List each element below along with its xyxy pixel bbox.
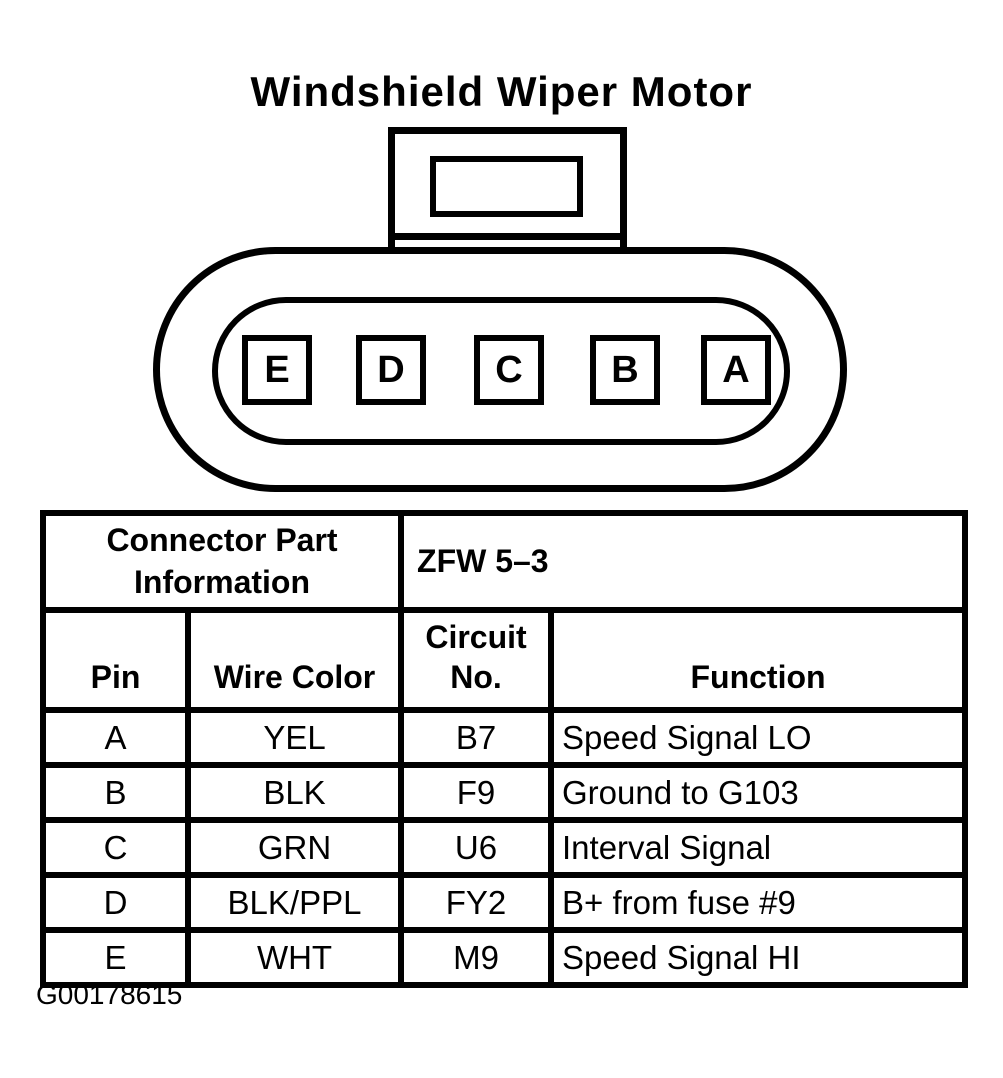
figure-id: G00178615 (36, 979, 183, 1010)
connector-part-info-label: Connector Part Information (39, 509, 405, 614)
connector-outer-shell (153, 247, 847, 492)
connector-lock-tab-window (430, 156, 583, 217)
connector-inner-cavity (212, 297, 790, 445)
cell-circuit-no: FY2 (398, 872, 555, 934)
cell-function: Speed Signal LO (548, 707, 969, 769)
column-header-wire-color: Wire Color (184, 607, 405, 714)
cell-function: B+ from fuse #9 (548, 872, 969, 934)
cell-pin: E (40, 927, 191, 989)
cell-wire-color: GRN (184, 817, 405, 879)
page-title: Windshield Wiper Motor (250, 68, 753, 115)
pin-terminal-a: A (701, 335, 771, 405)
pin-label-a: A (722, 348, 750, 391)
table-row: B BLK F9 Ground to G103 (40, 762, 969, 824)
cell-pin: C (40, 817, 191, 879)
pin-terminal-c: C (474, 335, 544, 405)
cell-wire-color: BLK (184, 762, 405, 824)
connector-part-number: ZFW 5–3 (398, 509, 969, 614)
table-row: C GRN U6 Interval Signal (40, 817, 969, 879)
cell-function: Ground to G103 (548, 762, 969, 824)
pin-label-d: D (377, 348, 405, 391)
cell-circuit-no: M9 (398, 927, 555, 989)
cell-wire-color: WHT (184, 927, 405, 989)
cell-pin: A (40, 707, 191, 769)
column-header-function: Function (548, 607, 969, 714)
cell-pin: D (40, 872, 191, 934)
pin-terminal-b: B (590, 335, 660, 405)
pin-terminal-e: E (242, 335, 312, 405)
connector-lock-tab-base-line (392, 233, 623, 240)
cell-wire-color: YEL (184, 707, 405, 769)
cell-function: Interval Signal (548, 817, 969, 879)
column-header-circuit-no: Circuit No. (398, 607, 555, 714)
pin-label-b: B (611, 348, 639, 391)
connector-lock-tab (388, 127, 627, 251)
pinout-table: Connector Part Information ZFW 5–3 Pin W… (39, 509, 969, 989)
cell-wire-color: BLK/PPL (184, 872, 405, 934)
pin-label-e: E (264, 348, 290, 391)
table-header-row: Connector Part Information ZFW 5–3 (39, 509, 969, 614)
cell-function: Speed Signal HI (548, 927, 969, 989)
cell-circuit-no: U6 (398, 817, 555, 879)
table-row: A YEL B7 Speed Signal LO (40, 707, 969, 769)
table-row: D BLK/PPL FY2 B+ from fuse #9 (40, 872, 969, 934)
cell-circuit-no: F9 (398, 762, 555, 824)
cell-circuit-no: B7 (398, 707, 555, 769)
pin-label-c: C (495, 348, 523, 391)
table-row: E WHT M9 Speed Signal HI (40, 927, 969, 989)
table-column-header-row: Pin Wire Color Circuit No. Function (40, 607, 969, 714)
cell-pin: B (40, 762, 191, 824)
pin-terminal-d: D (356, 335, 426, 405)
column-header-pin: Pin (40, 607, 191, 714)
